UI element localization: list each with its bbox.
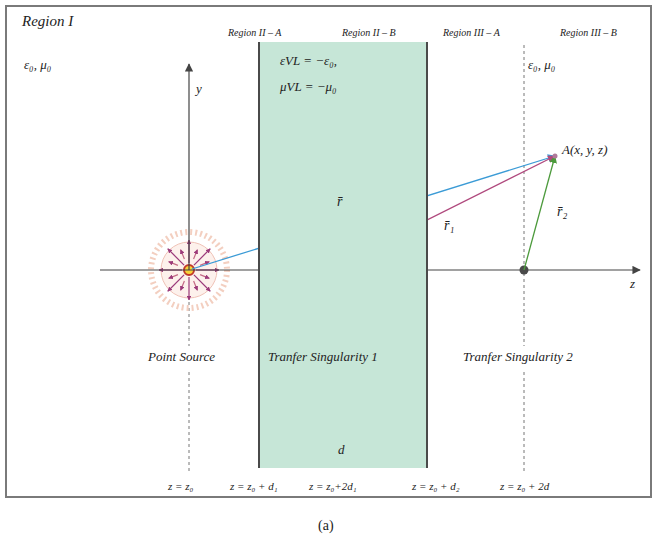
dimension-label: d — [338, 443, 345, 458]
source-label: Point Source — [148, 350, 215, 365]
region-label: Region II – A — [228, 27, 281, 39]
material-parameter: εVL = −ε₀, — [280, 54, 337, 69]
vector-r2 — [524, 156, 555, 270]
singularity-label: Tranfer Singularity 2 — [463, 350, 573, 365]
vector-label: r̄ — [337, 194, 342, 210]
region-title: Region I — [22, 13, 73, 30]
material-parameter: μVL = −μ₀ — [280, 80, 337, 95]
singularity-label: Tranfer Singularity 1 — [268, 350, 378, 365]
position-label: z = z₀ + d₂ — [412, 480, 460, 493]
vector-label: r̄₁ — [444, 218, 454, 234]
region-label: Region III – B — [560, 27, 617, 39]
frame — [6, 6, 651, 497]
position-label: z = z₀ + 2d — [500, 480, 549, 493]
axis-label: z — [630, 277, 635, 292]
medium-label: ε₀, μ₀ — [528, 58, 555, 73]
axis-label: y — [196, 82, 202, 97]
point-label: A(x, y, z) — [562, 143, 607, 158]
figure-caption: (a) — [318, 518, 334, 534]
region-label: Region II – B — [342, 27, 396, 39]
position-label: z = z₀+2d₁ — [309, 480, 357, 493]
position-label: z = z₀ — [168, 480, 193, 493]
observation-point — [553, 154, 558, 159]
vector-label: r̄₂ — [557, 204, 567, 220]
material-slab: εVL = −ε₀, μVL = −μ₀ — [258, 42, 428, 468]
y-axis — [188, 64, 189, 270]
region-label: Region III – A — [443, 27, 500, 39]
position-label: z = z₀ + d₁ — [230, 480, 278, 493]
medium-label: ε₀, μ₀ — [24, 58, 51, 73]
